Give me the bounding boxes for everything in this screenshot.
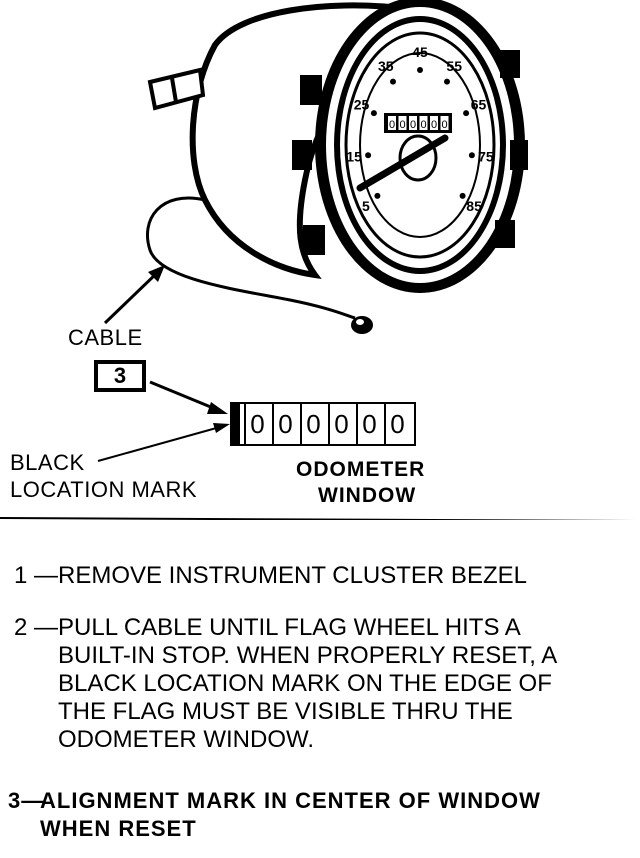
dial-odometer-digit	[440, 116, 449, 130]
step-3-number: 3—	[8, 788, 45, 813]
odometer-digit: 0	[328, 402, 353, 446]
dial-number: 35	[378, 58, 394, 74]
dial-tick	[459, 192, 466, 199]
cable-end-knob	[351, 316, 373, 334]
speedometer-cable	[145, 196, 356, 320]
dial-tick	[370, 110, 377, 117]
dial-number: 25	[354, 97, 370, 113]
dial-tick	[417, 67, 423, 73]
black-mark-label-line1: BLACK	[10, 450, 85, 475]
dial-odometer-digit	[419, 116, 428, 130]
odometer-label-line2: WINDOW	[318, 484, 417, 507]
black-mark-arrow	[97, 423, 230, 462]
needle	[356, 134, 449, 192]
odometer-digit: 0	[384, 402, 409, 446]
dial-number: 85	[466, 198, 482, 214]
dial-odometer-digit-text: 0	[399, 119, 405, 131]
step-1-number: 1 —	[14, 562, 59, 589]
dial-odometer-digit	[430, 116, 438, 130]
step-2-number: 2 —	[14, 614, 59, 641]
step3-box-number: 3	[113, 363, 127, 388]
step-2-text: PULL CABLE UNTIL FLAG WHEEL HITS A BUILT…	[58, 614, 558, 753]
step3-arrow	[149, 380, 228, 414]
odometer-digit: 0	[356, 402, 381, 446]
dial-odometer-digit-text: 0	[420, 119, 426, 131]
step-1-text: REMOVE INSTRUMENT CLUSTER BEZEL	[58, 562, 527, 589]
dial-tick	[365, 152, 372, 159]
dial-number: 65	[471, 97, 487, 113]
dial-number: 55	[446, 58, 462, 74]
dial-odometer-digit-text: 0	[410, 119, 416, 131]
dial-tick	[444, 78, 450, 85]
cable-label: CABLE	[68, 325, 143, 350]
step-3-text: ALIGNMENT MARK IN CENTER OF WINDOW WHEN …	[40, 788, 541, 841]
dial-tick	[390, 78, 396, 85]
cable-arrow	[103, 265, 165, 325]
black-location-mark	[232, 404, 240, 444]
dial-tick	[374, 192, 381, 199]
dial-number: 75	[478, 148, 494, 164]
dial-number: 15	[346, 148, 362, 164]
dial-odometer-digit	[398, 116, 407, 130]
odometer-label-line1: ODOMETER	[296, 458, 426, 481]
dial-tick	[468, 152, 475, 159]
dial-numbers: 5 15 25 35 45 55 65 75 85	[346, 44, 494, 214]
dial-odometer-digit	[388, 116, 396, 130]
odometer-digit: 0	[272, 402, 297, 446]
dial-odometer-digit	[409, 116, 417, 130]
step3-box: 3	[94, 360, 146, 392]
dial-odometer-digit-text: 0	[431, 119, 437, 131]
dial-number: 45	[412, 44, 428, 60]
dial-ticks	[365, 67, 475, 199]
section-divider	[0, 517, 640, 520]
dial-tick	[463, 110, 470, 117]
dial-number: 5	[362, 198, 370, 214]
black-mark-label-line2: LOCATION MARK	[10, 477, 198, 502]
cable-connector	[147, 67, 206, 111]
odometer-digit: 0	[244, 402, 269, 446]
odometer-digit: 0	[300, 402, 325, 446]
dial-odometer-digit-text: 0	[389, 119, 395, 131]
dial-odometer-digit-text: 0	[441, 119, 447, 131]
